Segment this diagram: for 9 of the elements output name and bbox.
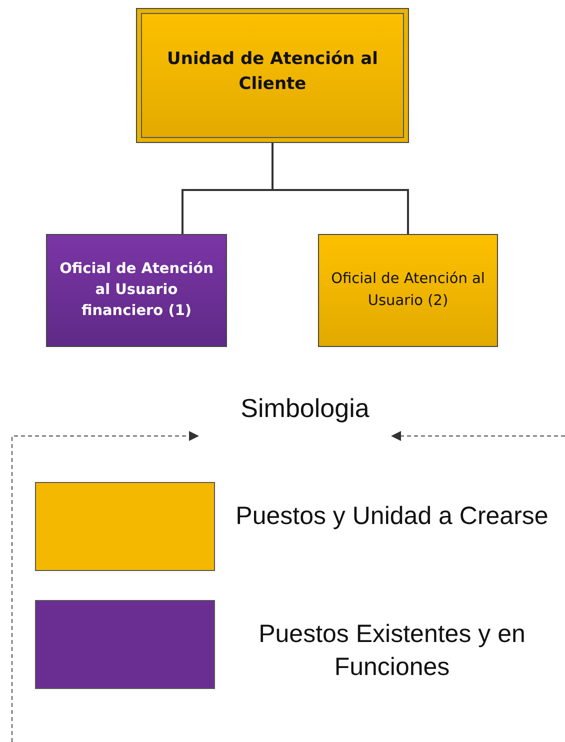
box-title: Oficial de Atención al Usuario financiero (1) bbox=[58, 260, 214, 321]
org-box bbox=[136, 8, 409, 143]
legend-text: Puestos Existentes y en Funciones bbox=[258, 619, 526, 682]
box-title: Oficial de Atención al Usuario (2) bbox=[330, 270, 486, 310]
legend-title: Simbologia bbox=[240, 393, 370, 424]
legend-text: Puestos y Unidad a Crearse bbox=[234, 501, 550, 532]
box-title: Unidad de Atención al Cliente bbox=[166, 48, 379, 96]
org-box bbox=[46, 234, 227, 347]
org-box bbox=[318, 234, 498, 347]
